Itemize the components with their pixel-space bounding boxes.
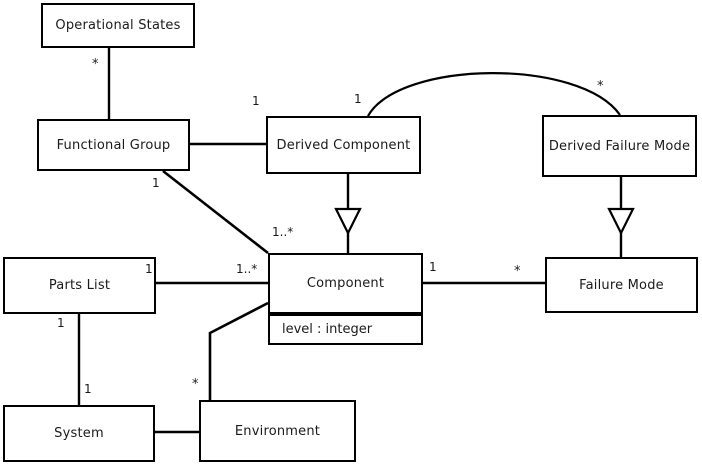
- multiplicity-functional-group-component-near: 1: [152, 176, 160, 190]
- multiplicity-functional-group-component-far: 1..*: [272, 225, 294, 239]
- multiplicity-derived-failure-mode-curve: *: [597, 79, 604, 94]
- multiplicity-component-failure-mode-far: *: [514, 264, 521, 279]
- edge-derived-component-to-derived-failure-mode: [367, 72, 621, 117]
- class-box-system[interactable]: System: [3, 405, 155, 462]
- class-name-system: System: [54, 426, 104, 441]
- generalization-triangle-derived-component: [334, 207, 362, 236]
- class-name-operational-states: Operational States: [55, 18, 181, 33]
- class-name-failure-mode: Failure Mode: [579, 277, 664, 293]
- multiplicity-parts-list-system-far: 1: [84, 382, 92, 396]
- edge-functional-group-to-component: [162, 169, 269, 255]
- class-box-functional-group[interactable]: Functional Group: [37, 119, 190, 171]
- class-box-environment[interactable]: Environment: [199, 400, 356, 462]
- multiplicity-parts-list-system-near: 1: [57, 316, 65, 330]
- class-name-component: Component: [306, 276, 385, 291]
- multiplicity-functional-group-derived-component: 1: [252, 94, 260, 108]
- multiplicity-component-failure-mode-near: 1: [429, 260, 437, 274]
- multiplicity-derived-component-curve: 1: [354, 92, 362, 106]
- class-name-parts-list: Parts List: [48, 278, 111, 293]
- edge-component-to-environment: [208, 301, 269, 400]
- multiplicity-parts-list-component-near: 1: [145, 262, 153, 276]
- class-box-component[interactable]: Component: [268, 253, 423, 314]
- multiplicity-parts-list-component-far: 1..*: [236, 262, 258, 276]
- class-name-derived-failure-mode: Derived Failure Mode: [548, 138, 691, 154]
- class-box-failure-mode[interactable]: Failure Mode: [545, 257, 698, 313]
- multiplicity-operational-states-functional-group: *: [92, 57, 99, 72]
- class-box-operational-states[interactable]: Operational States: [41, 3, 195, 48]
- class-box-derived-failure-mode[interactable]: Derived Failure Mode: [542, 115, 697, 177]
- class-box-parts-list[interactable]: Parts List: [3, 257, 156, 314]
- class-name-derived-component: Derived Component: [276, 137, 411, 153]
- class-name-functional-group: Functional Group: [56, 137, 171, 153]
- multiplicity-component-environment: *: [192, 377, 199, 392]
- class-name-environment: Environment: [234, 423, 321, 439]
- generalization-triangle-derived-failure-mode: [607, 207, 635, 236]
- class-attribute-component-level: level : integer: [282, 322, 373, 337]
- class-box-derived-component[interactable]: Derived Component: [266, 116, 421, 174]
- class-attribute-compartment-component: level : integer: [268, 314, 423, 345]
